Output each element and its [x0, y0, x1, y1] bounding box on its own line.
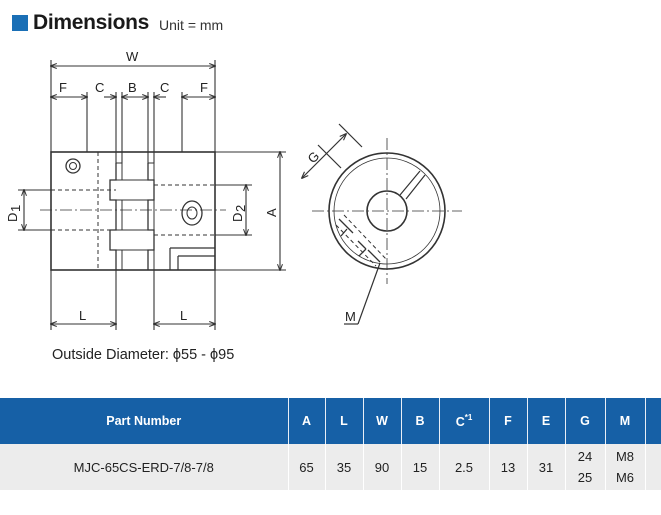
dim-label-b: B: [128, 80, 137, 95]
dim-label-g: G: [305, 148, 323, 166]
cell-m-1: M8: [615, 449, 635, 464]
cell-g-2: 25: [577, 470, 593, 485]
cell-f: 13: [488, 444, 527, 490]
section-heading: Dimensions Unit = mm: [12, 10, 223, 36]
dim-label-f-left: F: [59, 80, 67, 95]
header-a: A: [287, 398, 325, 444]
dim-label-c-right: C: [160, 80, 169, 95]
header-c: C*1: [438, 398, 489, 444]
dim-label-a: A: [264, 208, 279, 217]
table-row: MJC-65CS-ERD-7/8-7/8 65 35 90 15 2.5 13 …: [0, 444, 661, 490]
spec-table: Part Number A L W B C*1 F E G M MJC-65CS…: [0, 398, 661, 490]
cell-a: 65: [287, 444, 325, 490]
dim-label-d2: D: [230, 213, 245, 222]
header-l: L: [324, 398, 363, 444]
header-e: E: [526, 398, 565, 444]
dim-label-w: W: [126, 49, 139, 64]
outside-diameter-note: Outside Diameter: ϕ55 - ϕ95: [52, 347, 235, 363]
dim-label-d1-sub: 1: [8, 205, 23, 212]
dim-label-d1: D: [5, 213, 20, 222]
header-c-note: *1: [464, 413, 473, 422]
dim-label-d2-sub: 2: [233, 205, 248, 212]
cell-part-number: MJC-65CS-ERD-7/8-7/8: [0, 444, 288, 490]
dim-label-l-left: L: [79, 308, 86, 323]
section-title: Dimensions: [33, 11, 150, 34]
header-b: B: [400, 398, 439, 444]
header-m: M: [604, 398, 645, 444]
table-header-row: Part Number A L W B C*1 F E G M: [0, 398, 661, 444]
cell-b: 15: [400, 444, 439, 490]
header-c-label: C: [455, 415, 465, 429]
dim-label-l-right: L: [180, 308, 187, 323]
heading-marker: [12, 15, 28, 31]
dim-label-c-left: C: [95, 80, 104, 95]
dim-label-f-right: F: [200, 80, 208, 95]
cell-l: 35: [324, 444, 363, 490]
dim-label-m: M: [345, 309, 356, 324]
header-f: F: [488, 398, 527, 444]
cell-c: 2.5: [438, 444, 489, 490]
cell-w: 90: [362, 444, 401, 490]
cell-e: 31: [526, 444, 565, 490]
cell-m-2: M6: [615, 470, 635, 485]
cell-g-1: 24: [577, 449, 593, 464]
coupling-dimension-drawing: W F C B C F L L D 1 D 2 A G M: [5, 49, 462, 330]
unit-label: Unit = mm: [159, 16, 224, 33]
header-g: G: [564, 398, 605, 444]
header-extra: [644, 398, 661, 444]
header-w: W: [362, 398, 401, 444]
cell-extra: [644, 444, 661, 490]
header-part-number: Part Number: [0, 398, 288, 444]
